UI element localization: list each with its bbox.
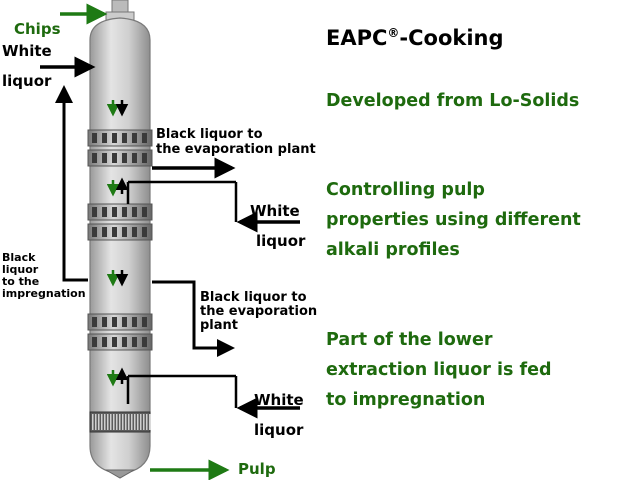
screen-slot (122, 227, 127, 237)
screen-slot (132, 227, 137, 237)
black-liquor-evap-1-label: Black liquor to the evaporation plant (156, 127, 316, 157)
screen-slot (142, 133, 147, 143)
bottom-screen-line (125, 414, 127, 430)
white-liquor-mid-label: White liquor (250, 202, 306, 250)
bottom-screen-line (137, 414, 139, 430)
bottom-screen-line (110, 414, 112, 430)
screen-slot (122, 153, 127, 163)
point-lo-solids: Developed from Lo-Solids (326, 91, 580, 111)
screen-slot (102, 317, 107, 327)
screen-slot (132, 207, 137, 217)
bottom-screen-line (134, 414, 136, 430)
point-extraction-liquor: Part of the lower extraction liquor is f… (326, 330, 552, 410)
screen-slot (132, 337, 137, 347)
bottom-screen-line (95, 414, 97, 430)
bottom-screen-line (128, 414, 130, 430)
screen-slot (102, 337, 107, 347)
screen-slot (92, 317, 97, 327)
screen-slot (102, 153, 107, 163)
black-liquor-impregnation-label: Black liquor to the impregnation (2, 251, 86, 300)
black-liquor-evap-2-label: Black liquor to the evaporation plant (200, 290, 318, 333)
black-liquor-evap-2-loop (152, 280, 235, 357)
bottom-screen-line (101, 414, 103, 430)
screen-slot (102, 207, 107, 217)
screen-slot (132, 133, 137, 143)
bottom-screen-line (143, 414, 145, 430)
bottom-screen-line (149, 414, 151, 430)
white-liquor-mid-loop (126, 180, 238, 222)
screen-slot (142, 207, 147, 217)
screen-slot (92, 227, 97, 237)
screen-slot (142, 337, 147, 347)
bottom-screen-line (122, 414, 124, 430)
white-liquor-top-label-2: liquor (2, 72, 52, 90)
screen-slot (112, 337, 117, 347)
screen-slot (122, 317, 127, 327)
chips-label: Chips (14, 20, 61, 38)
screen-slot (102, 227, 107, 237)
screen-slot (92, 133, 97, 143)
screen-slot (142, 153, 147, 163)
screen-slots (92, 133, 151, 430)
screen-slot (142, 227, 147, 237)
bottom-screen-line (140, 414, 142, 430)
screen-slot (142, 317, 147, 327)
panel-title: EAPC®-Cooking (326, 26, 504, 50)
point-alkali-profiles: Controlling pulp properties using differ… (326, 180, 581, 260)
screen-slot (132, 153, 137, 163)
white-liquor-low-loop (126, 374, 238, 408)
screen-slot (132, 317, 137, 327)
flow-arrows (106, 100, 129, 387)
screen-slot (112, 207, 117, 217)
bottom-screen-line (119, 414, 121, 430)
bottom-screen-line (107, 414, 109, 430)
white-liquor-top-label: White (2, 42, 52, 60)
bottom-screen-line (131, 414, 133, 430)
screen-slot (122, 337, 127, 347)
screen-slot (122, 207, 127, 217)
pulp-label: Pulp (238, 460, 276, 478)
screen-slot (102, 133, 107, 143)
black-liquor-impregnation-line (55, 85, 88, 282)
screen-slot (92, 207, 97, 217)
bottom-screen-line (98, 414, 100, 430)
screen-slot (112, 133, 117, 143)
bottom-screen-line (113, 414, 115, 430)
screen-slot (122, 133, 127, 143)
screen-slot (112, 317, 117, 327)
bottom-screen-line (92, 414, 94, 430)
bottom-screen-line (146, 414, 148, 430)
screen-slot (92, 337, 97, 347)
bottom-screen-line (116, 414, 118, 430)
screen-slot (112, 227, 117, 237)
white-liquor-low-label: White liquor (254, 391, 304, 439)
screen-slot (92, 153, 97, 163)
bottom-screen-line (104, 414, 106, 430)
screen-slot (112, 153, 117, 163)
